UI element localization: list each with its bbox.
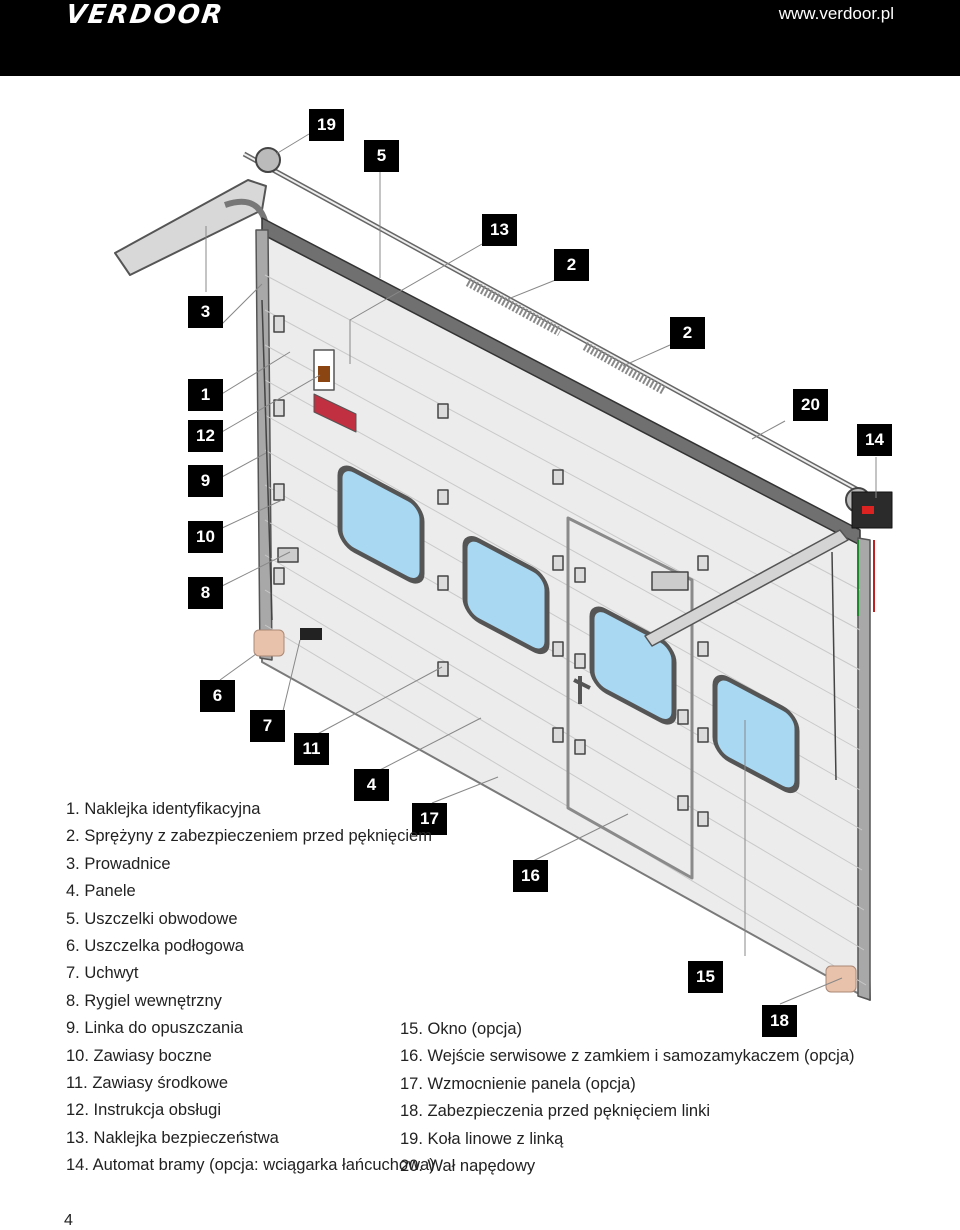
legend-item: 6. Uszczelka podłogowa	[66, 936, 244, 955]
legend-item: 20. Wał napędowy	[400, 1156, 536, 1175]
callout-13: 13	[482, 214, 517, 246]
garage-door-diagram	[114, 133, 893, 1005]
leader-lines	[205, 133, 877, 1005]
door-assembly	[114, 147, 893, 1001]
callout-15: 15	[688, 961, 723, 993]
inside-latch	[277, 547, 299, 563]
legend-item: 15. Okno (opcja)	[400, 1020, 522, 1038]
legend-item: 3. Prowadnice	[66, 854, 171, 873]
callout-6: 6	[200, 680, 235, 712]
door-handle	[573, 676, 591, 704]
left-frame	[255, 229, 273, 661]
website-link[interactable]: www.verdoor.pl	[778, 4, 894, 23]
callout-2: 2	[554, 249, 589, 281]
right-frame	[857, 537, 871, 1001]
callout-17: 17	[412, 803, 447, 835]
callout-16: 16	[513, 860, 548, 892]
service-door	[566, 516, 694, 880]
legend-item: 14. Automat bramy (opcja: wciągarka łańc…	[66, 1156, 435, 1175]
legend-item: 8. Rygiel wewnętrzny	[66, 991, 222, 1010]
callout-11: 11	[294, 733, 329, 765]
legend-item: 9. Linka do opuszczania	[66, 1019, 244, 1038]
callout-5: 5	[364, 140, 399, 172]
torsion-spring-right	[582, 342, 668, 395]
safety-sticker	[313, 393, 357, 433]
callout-14: 14	[857, 424, 892, 456]
callout-20: 20	[793, 389, 828, 421]
window	[337, 465, 425, 584]
callout-18: 18	[762, 1005, 797, 1037]
callout-3: 3	[188, 296, 223, 328]
horizontal-track	[114, 179, 267, 276]
legend-item: 11. Zawiasy środkowe	[66, 1073, 229, 1092]
callout-4: 4	[354, 769, 389, 801]
legend-item: 13. Naklejka bezpieczeństwa	[66, 1128, 279, 1147]
legend-item: 4. Panele	[66, 882, 136, 901]
callout-9: 9	[188, 465, 223, 497]
door-closer	[651, 571, 689, 591]
page-header: VERDOOR www.verdoor.pl	[0, 0, 960, 76]
legend-item: 2. Sprężyny z zabezpieczeniem przed pękn…	[66, 827, 432, 846]
callout-19: 19	[309, 109, 344, 141]
lowering-cable	[261, 299, 273, 621]
page-number: 4	[64, 1212, 73, 1229]
callout-12: 12	[188, 420, 223, 452]
legend-item: 19. Koła linowe z linką	[400, 1129, 564, 1148]
cable-drum-left	[255, 147, 281, 173]
legend-item: 16. Wejście serwisowe z zamkiem i samoza…	[400, 1047, 855, 1066]
torsion-spring-left	[465, 278, 563, 336]
legend-left: 1. Naklejka identyfikacyjna 2. Sprężyny …	[66, 796, 435, 1179]
legend-item: 5. Uszczelki obwodowe	[66, 909, 238, 928]
floor-seal-right	[825, 965, 857, 993]
right-horizontal-track	[644, 529, 849, 647]
legend-item: 18. Zabezpieczenia przed pęknięciem link…	[400, 1102, 711, 1121]
manual-pocket	[318, 366, 330, 382]
hinges	[273, 315, 709, 827]
legend-item: 12. Instrukcja obsługi	[66, 1101, 222, 1120]
verdoor-logo[interactable]: VERDOOR	[63, 0, 226, 30]
legend-right: 15. Okno (opcja) 16. Wejście serwisowe z…	[400, 1016, 855, 1180]
grip-handle	[300, 628, 322, 640]
window	[712, 674, 800, 794]
callout-8: 8	[188, 577, 223, 609]
legend-item: 17. Wzmocnienie panela (opcja)	[400, 1074, 636, 1093]
floor-seal-left	[253, 629, 285, 657]
callout-7: 7	[250, 710, 285, 742]
callout-1: 1	[188, 379, 223, 411]
legend-item: 10. Zawiasy boczne	[66, 1046, 212, 1065]
window	[462, 536, 550, 655]
callout-2: 2	[670, 317, 705, 349]
legend-item: 1. Naklejka identyfikacyjna	[66, 800, 261, 818]
callout-10: 10	[188, 521, 223, 553]
legend-item: 7. Uchwyt	[66, 964, 139, 983]
